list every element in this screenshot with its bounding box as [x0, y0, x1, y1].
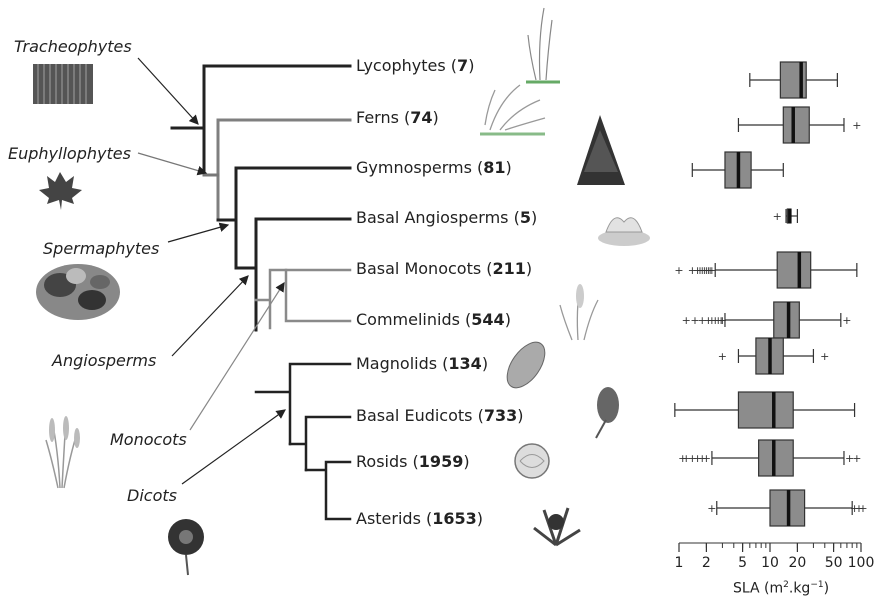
maple-leaf-image	[39, 172, 82, 210]
clade-arrows	[138, 58, 285, 484]
monocot-plant-image	[560, 284, 598, 340]
clade-label-dicots: Dicots	[127, 486, 177, 505]
box-rosids	[759, 440, 794, 476]
tree-node-angiosperms	[236, 219, 350, 330]
x-tick-label-2: 2	[702, 555, 711, 571]
outlier-ferns-0: +	[852, 119, 861, 132]
arrow-spermaphytes	[168, 225, 228, 242]
outlier-commelinids-9: +	[842, 314, 851, 327]
x-tick-label-20: 20	[788, 555, 806, 571]
taxon-label-lycophytes: Lycophytes (7)	[356, 56, 474, 75]
tree-node-core-eudicots	[306, 462, 350, 519]
taxon-label-magnolids: Magnolids (134)	[356, 354, 488, 373]
water-lily-image	[598, 218, 650, 246]
clade-label-tracheophytes: Tracheophytes	[14, 37, 132, 56]
x-tick-label-1: 1	[675, 555, 684, 571]
taxon-label-basal-monocots: Basal Monocots (211)	[356, 259, 532, 278]
outlier-magnolids-0: +	[718, 350, 727, 363]
cabbage-image	[515, 444, 549, 478]
boxplot-basal-monocots: ++++++++++	[674, 252, 856, 288]
x-tick-label-10: 10	[761, 555, 779, 571]
thistle-image	[534, 508, 580, 545]
clade-label-angiosperms: Angiosperms	[52, 351, 156, 370]
tree-branch-ferns	[218, 120, 350, 220]
boxplot-ferns: +	[738, 107, 861, 143]
clade-label-euphyllophytes: Euphyllophytes	[8, 144, 131, 163]
arrow-monocots	[190, 283, 284, 430]
taxon-label-ferns: Ferns (74)	[356, 108, 439, 127]
axis-title-sla: SLA (m2.kg−1)	[733, 580, 829, 597]
taxon-label-gymnosperms: Gymnosperms (81)	[356, 158, 512, 177]
box-ferns	[783, 107, 809, 143]
outlier-commelinids-8: +	[718, 314, 727, 327]
outlier-rosids-5: +	[702, 452, 711, 465]
outlier-asterids-3: +	[858, 502, 867, 515]
clade-label-monocots: Monocots	[110, 430, 187, 449]
x-tick-label-50: 50	[825, 555, 843, 571]
lycopod-image	[526, 8, 560, 82]
boxplot-rosids: ++++++++	[678, 440, 861, 476]
grass-image	[46, 416, 80, 488]
outlier-basal-monocots-9: +	[707, 264, 716, 277]
protea-flower-image	[596, 387, 619, 438]
outlier-basal-monocots-0: +	[674, 264, 683, 277]
tree-node-dicots	[256, 364, 350, 444]
outlier-basal-angiosperms-0: +	[773, 210, 782, 223]
magnolia-cone-image	[500, 336, 553, 395]
taxon-label-asterids: Asterids (1653)	[356, 509, 483, 528]
arrow-euphyllophytes	[138, 153, 206, 173]
boxplot-magnolids: ++	[718, 338, 830, 374]
sla-axis: 1 2 5 10 20 50 100	[675, 543, 875, 571]
boxplot-commelinids: ++++++++++	[682, 302, 852, 338]
outlier-magnolids-1: +	[820, 350, 829, 363]
arrow-dicots	[182, 410, 285, 484]
taxon-label-basal-eudicots: Basal Eudicots (733)	[356, 406, 523, 425]
box-basal-monocots	[777, 252, 810, 288]
box-basal-eudicots	[738, 392, 793, 428]
taxon-label-commelinids: Commelinids (544)	[356, 310, 511, 329]
daisy-flower-image	[168, 519, 204, 575]
boxplot-lycophytes	[750, 62, 838, 98]
boxplot-basal-eudicots	[675, 392, 855, 428]
x-tick-label-5: 5	[738, 555, 747, 571]
tree-branch-commelinids	[286, 270, 350, 321]
clade-label-spermaphytes: Spermaphytes	[43, 239, 159, 258]
vascular-tissue-image	[33, 64, 93, 104]
boxplot-basal-angiosperms: +	[773, 209, 798, 223]
tree-node-monocots	[256, 270, 350, 328]
seeds-image	[36, 264, 120, 320]
fern-image	[480, 85, 545, 134]
taxon-label-basal-angiosperms: Basal Angiosperms (5)	[356, 208, 537, 227]
illustrations	[33, 8, 650, 575]
arrow-tracheophytes	[138, 58, 198, 124]
conifer-tree-image	[577, 115, 625, 185]
arrow-angiosperms	[172, 276, 248, 356]
boxplot-asterids: ++++	[707, 490, 867, 526]
outlier-rosids-7: +	[852, 452, 861, 465]
box-commelinids	[774, 302, 800, 338]
boxplot-gymnosperms	[692, 152, 783, 188]
x-tick-label-100: 100	[848, 555, 875, 571]
phylogenetic-tree	[172, 66, 350, 519]
outlier-asterids-0: +	[707, 502, 716, 515]
taxon-label-rosids: Rosids (1959)	[356, 452, 470, 471]
sla-boxplot-chart: ++++++++++++++++++++++++++++++++++++	[674, 62, 867, 526]
